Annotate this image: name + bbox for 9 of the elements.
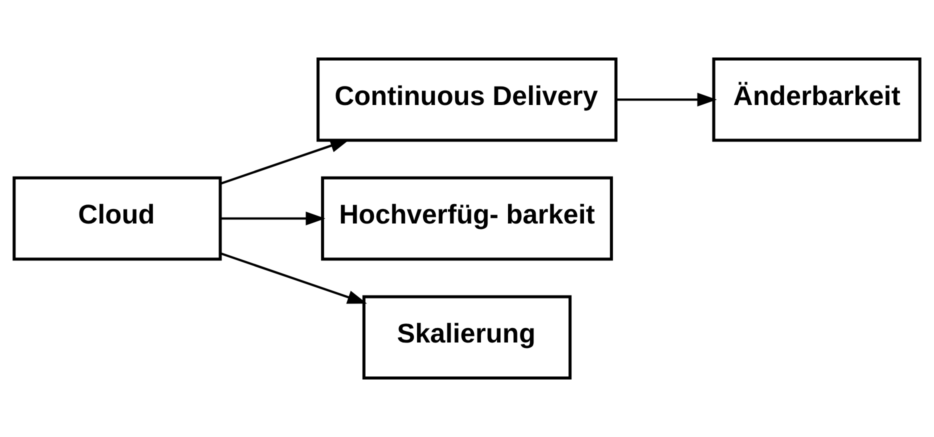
node-box: Änderbarkeit: [712, 58, 922, 142]
node-box: Skalierung: [362, 295, 572, 380]
arrow: [220, 252, 368, 304]
arrow: [616, 92, 717, 106]
node-box: Hochverfüg- barkeit: [321, 176, 613, 261]
node-box: Continuous Delivery: [316, 58, 618, 142]
arrow: [220, 212, 326, 226]
node-box: Cloud: [12, 176, 222, 261]
arrow: [220, 139, 350, 185]
